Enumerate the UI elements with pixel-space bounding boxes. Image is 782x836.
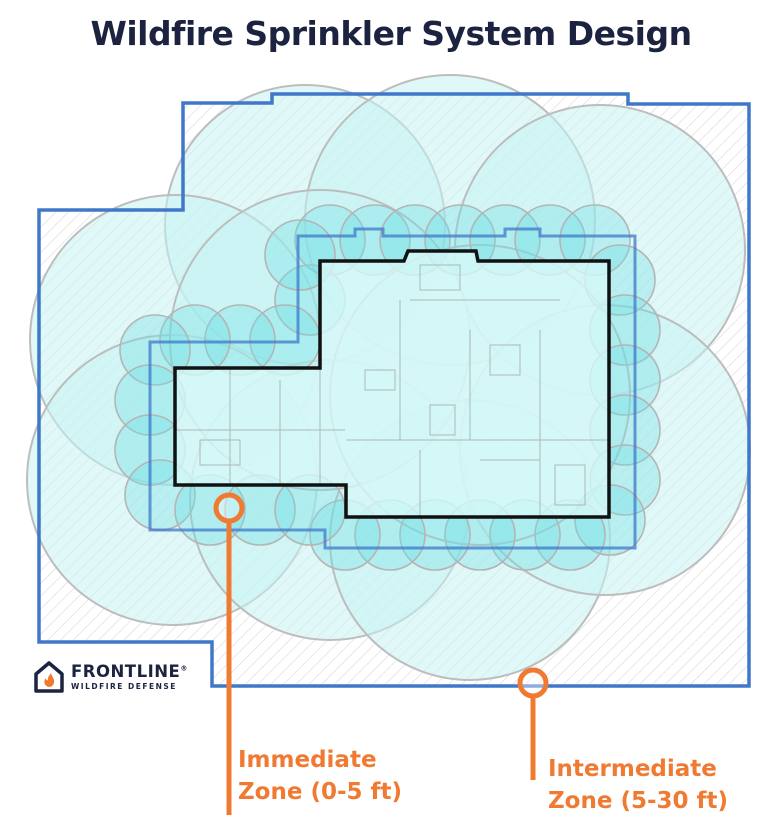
intermediate-zone-label-line1: Intermediate	[548, 756, 717, 782]
property-line	[37, 92, 751, 688]
logo-wordmark: FRONTLINE®	[71, 662, 188, 681]
house-flame-icon	[34, 661, 64, 693]
immediate-zone-boundary	[148, 227, 637, 550]
immediate-zone-marker	[213, 492, 245, 815]
intermediate-zone-marker	[517, 667, 549, 780]
immediate-zone-label: Immediate Zone (0-5 ft)	[238, 744, 402, 808]
immediate-zone-label-line1: Immediate	[238, 747, 377, 773]
floor-plan-details	[175, 264, 609, 517]
diagram-title: Wildfire Sprinkler System Design	[90, 14, 692, 53]
frontline-logo: FRONTLINE® WILDFIRE DEFENSE	[33, 660, 203, 696]
house-footprint	[175, 251, 609, 517]
intermediate-zone-label: Intermediate Zone (5-30 ft)	[548, 753, 728, 817]
logo-tagline: WILDFIRE DEFENSE	[71, 682, 177, 691]
immediate-zone-label-line2: Zone (0-5 ft)	[238, 779, 403, 805]
house-outline	[173, 249, 611, 519]
intermediate-zone-label-line2: Zone (5-30 ft)	[548, 788, 729, 814]
